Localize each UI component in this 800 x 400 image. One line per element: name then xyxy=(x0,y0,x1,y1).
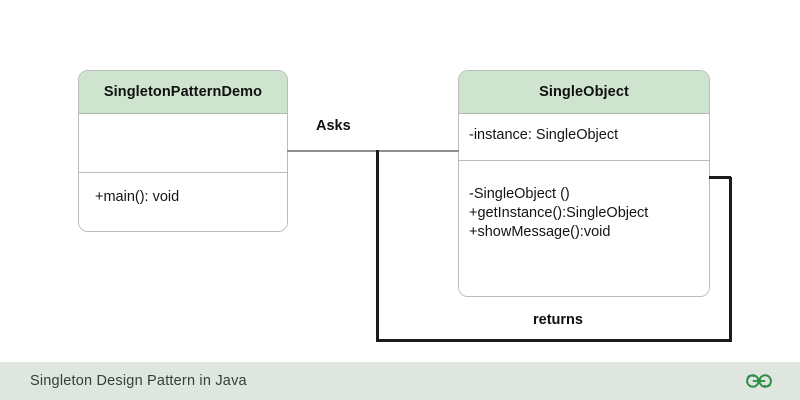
geeksforgeeks-logo-icon xyxy=(746,374,772,388)
uml-class-singleobject[interactable]: SingleObject -instance: SingleObject -Si… xyxy=(458,70,710,297)
uml-class-name-singletonpatterndemo: SingletonPatternDemo xyxy=(79,71,287,114)
uml-operation-line: +showMessage():void xyxy=(469,224,611,241)
uml-operations-singletonpatterndemo: +main(): void xyxy=(79,172,287,231)
uml-attributes-singleobject: -instance: SingleObject xyxy=(459,114,709,160)
footer-title: Singleton Design Pattern in Java xyxy=(30,373,247,389)
connector-asks-line xyxy=(287,150,459,152)
connector-label-returns: returns xyxy=(533,312,583,328)
uml-attribute-line: -instance: SingleObject xyxy=(469,127,619,143)
footer-bar: Singleton Design Pattern in Java xyxy=(0,362,800,400)
uml-operation-line: +main(): void xyxy=(95,189,180,205)
uml-operation-line: +getInstance():SingleObject xyxy=(469,205,649,222)
connector-returns-segment-down xyxy=(376,150,379,342)
connector-returns-segment-into-class xyxy=(709,176,731,179)
connector-label-asks: Asks xyxy=(316,118,351,134)
uml-class-name-singleobject: SingleObject xyxy=(459,71,709,114)
uml-class-singletonpatterndemo[interactable]: SingletonPatternDemo +main(): void xyxy=(78,70,288,232)
uml-operation-line: -SingleObject () xyxy=(469,186,570,202)
connector-returns-segment-across xyxy=(376,339,732,342)
connector-returns-segment-up xyxy=(729,177,732,341)
uml-attributes-singletonpatterndemo xyxy=(79,114,287,172)
uml-operations-singleobject: -SingleObject () +getInstance():SingleOb… xyxy=(459,160,709,296)
